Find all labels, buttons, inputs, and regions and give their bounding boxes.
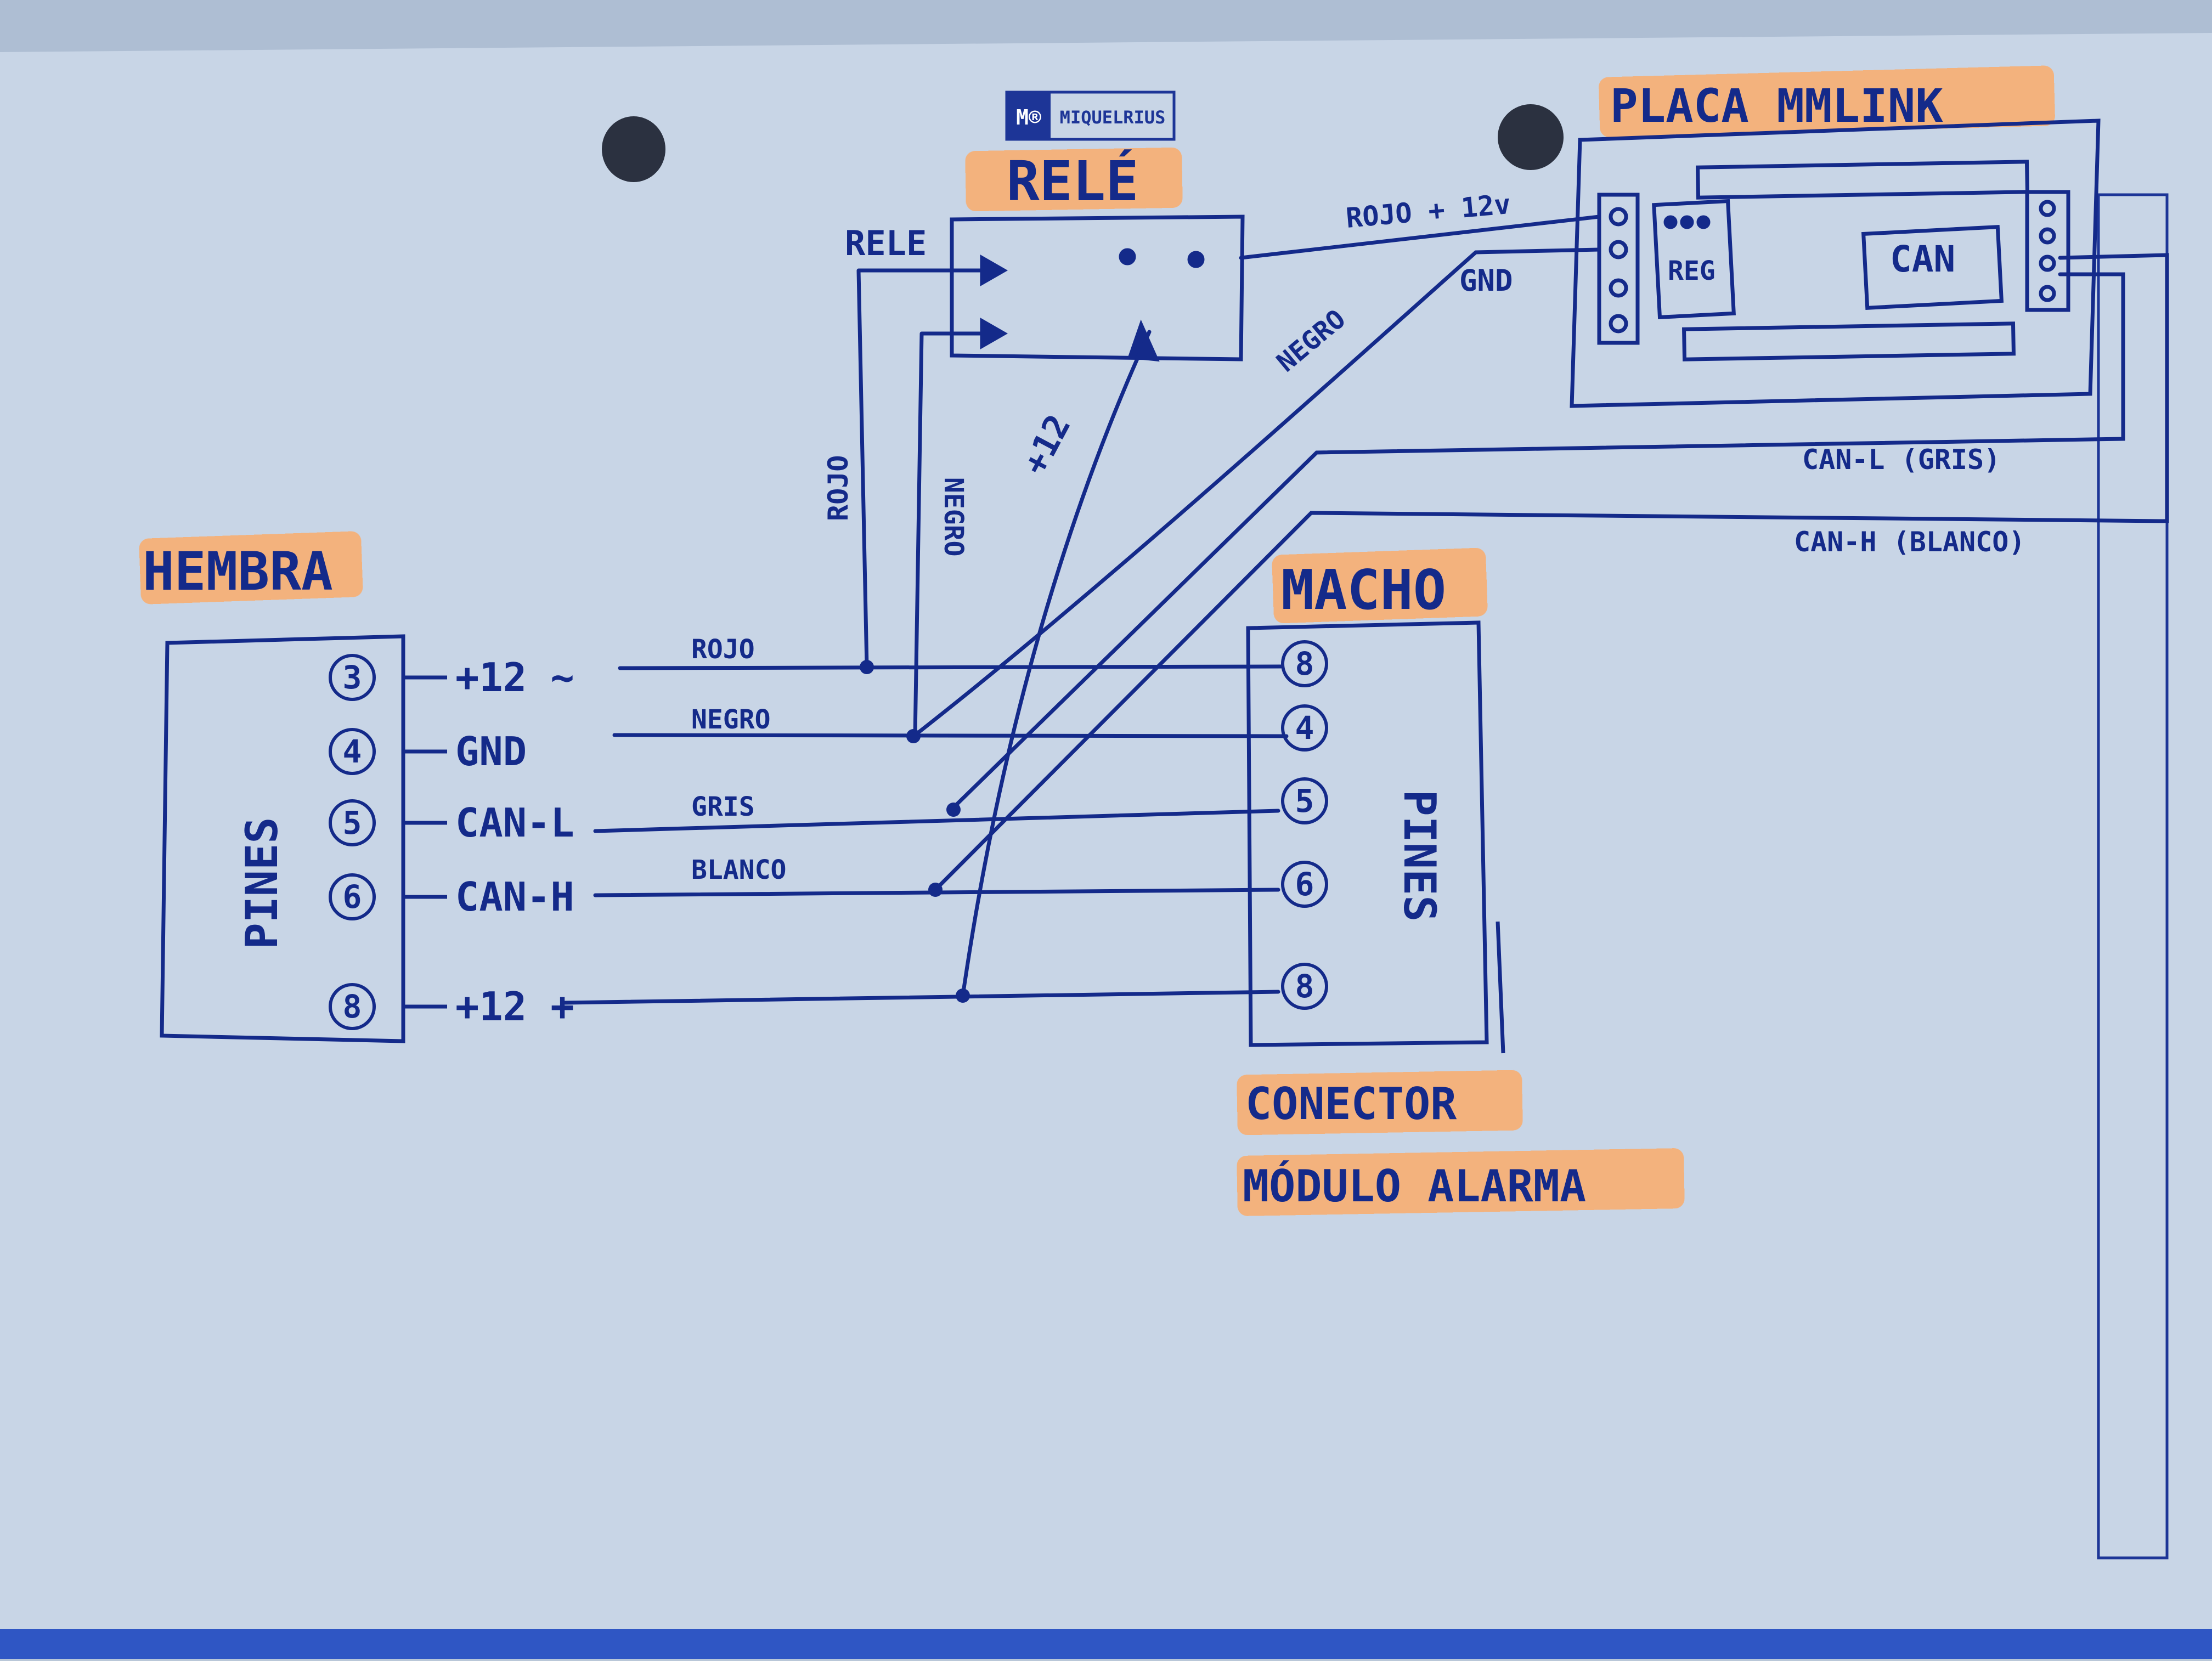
macho-pin-number: 8 — [1295, 645, 1314, 682]
wire-rojo-pin3 — [618, 664, 1283, 670]
hembra-pin-label: CAN-L — [455, 800, 574, 846]
placa-can-label: CAN — [1890, 238, 1955, 280]
logo-mark: M® — [1016, 105, 1041, 129]
hembra-pin-label: +12 ~ — [455, 654, 574, 700]
hembra-side-label: PINES — [236, 817, 287, 950]
hembra-pins: 3 +12 ~ ROJO 4 GND NEGRO 5 CAN-L GRIS 6 CAN-H BLANC… — [329, 634, 786, 1030]
macho-side-label: PINES — [1394, 790, 1445, 922]
label-can-l-gris: CAN-L (GRIS) — [1802, 444, 2000, 476]
wires — [563, 214, 2169, 1005]
junctions — [860, 660, 970, 1003]
hembra-pin-label: CAN-H — [455, 874, 574, 920]
wire-rojo-vertical — [856, 268, 869, 669]
macho-pins: 8 4 5 6 8 — [1281, 640, 1328, 1010]
wire-gris-pin5 — [593, 809, 1280, 833]
punch-hole-right — [1498, 104, 1564, 170]
hembra-pin-number: 5 — [343, 804, 362, 841]
bottom-stripe — [0, 1629, 2212, 1659]
wire-plus12-pin8 — [563, 990, 1280, 1005]
macho-pin-circle — [1281, 777, 1328, 824]
margin-strip — [2097, 193, 2169, 1560]
hembra-pin-circle — [329, 728, 376, 775]
title-rele: RELÉ — [1007, 149, 1139, 213]
title-conector: CONECTOR — [1245, 1078, 1457, 1129]
hembra-block — [160, 634, 405, 1043]
label-can-h-blanco: CAN-H (BLANCO) — [1794, 526, 2025, 558]
titles: RELÉ PLACA MMLINK HEMBRA MACHO CONECTOR … — [143, 79, 1943, 1212]
wire-can-h — [933, 253, 2169, 892]
macho-pin-circle — [1281, 640, 1328, 687]
hembra-wire-color-label: NEGRO — [691, 704, 771, 735]
hembra-pin-circle — [329, 654, 376, 701]
highlights — [139, 65, 2055, 1216]
macho-pin-number: 8 — [1295, 968, 1314, 1005]
macho-pin-circle — [1281, 963, 1328, 1010]
wire-plus12-to-rele — [961, 330, 1152, 998]
hembra-pin-number: 8 — [343, 988, 362, 1025]
hembra-wire-color-label: ROJO — [691, 634, 755, 665]
rele-side-label: RELE — [845, 223, 927, 263]
label-rojo-vertical: ROJO — [822, 455, 854, 521]
label-gnd: GND — [1459, 263, 1513, 298]
macho-pin-circle — [1281, 861, 1328, 908]
wire-rojo-12v-to-placa — [1239, 214, 1601, 260]
title-modulo-alarma: MÓDULO ALARMA — [1243, 1160, 1586, 1212]
placa-mmlink-block — [1570, 118, 2101, 408]
wire-can-l — [950, 272, 2125, 811]
hembra-wire-color-label: GRIS — [691, 792, 755, 822]
macho-pin-number: 6 — [1295, 866, 1314, 903]
title-placa-mmlink: PLACA MMLINK — [1610, 79, 1943, 133]
label-negro-vertical: NEGRO — [938, 477, 969, 557]
wire-negro-vertical — [913, 331, 924, 738]
title-hembra: HEMBRA — [143, 541, 333, 602]
hembra-pin-label: +12 + — [455, 984, 574, 1030]
hembra-pin-circle — [329, 873, 376, 920]
hembra-pin-number: 3 — [343, 659, 362, 696]
hembra-pin-circle — [329, 983, 376, 1030]
macho-pin-number: 4 — [1295, 709, 1314, 747]
hembra-pin-circle — [329, 799, 376, 846]
macho-block — [1246, 620, 1505, 1054]
hembra-pin-number: 6 — [343, 878, 362, 916]
brand-logo: M® MIQUELRIUS — [1005, 91, 1176, 141]
hembra-wire-color-label: BLANCO — [691, 855, 786, 885]
wire-negro-pin4 — [612, 733, 1289, 738]
macho-pin-number: 5 — [1295, 782, 1314, 820]
wire-negro-to-placa — [913, 247, 1601, 737]
hembra-pin-number: 4 — [343, 733, 362, 770]
macho-pin-circle — [1281, 704, 1328, 752]
placa-reg-label: REG — [1668, 256, 1716, 286]
punch-hole-left — [602, 116, 665, 182]
title-macho: MACHO — [1281, 558, 1446, 622]
hembra-pin-label: GND — [455, 728, 527, 775]
logo-brand: MIQUELRIUS — [1060, 107, 1166, 128]
